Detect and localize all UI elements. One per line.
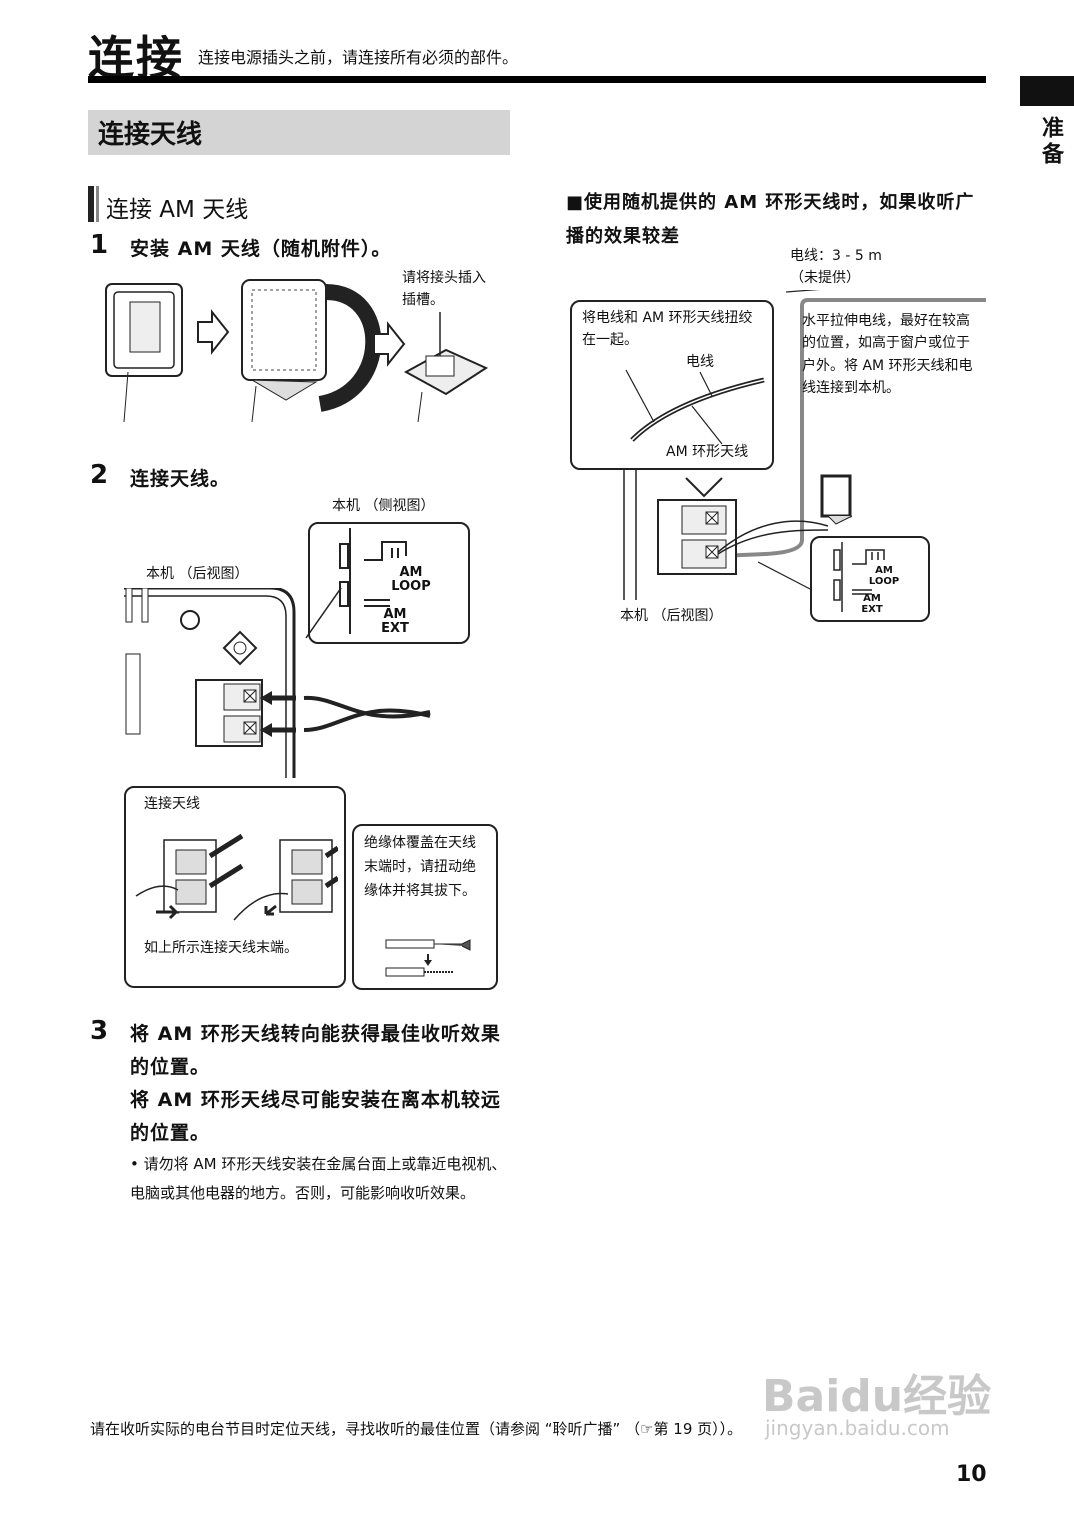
title-rule <box>88 76 986 83</box>
right-terminal-ext-label: AM EXT <box>861 593 883 615</box>
subheading-marker <box>88 186 94 222</box>
step2-number: 2 <box>90 460 109 490</box>
side-tab-marker <box>1020 76 1074 106</box>
step3-text1: 将 AM 环形天线转向能获得最佳收听效果的位置。 <box>130 1023 501 1079</box>
step3-number: 3 <box>90 1016 109 1046</box>
insulation-note-box <box>352 824 498 990</box>
step3-bullet: • 请勿将 AM 环形天线安装在金属台面上或靠近电视机、电脑或其他电器的地方。否… <box>130 1155 507 1202</box>
step2-text: 连接天线。 <box>130 468 231 490</box>
wire-not-supplied-label: （未提供） <box>790 270 860 286</box>
side-view-label: 本机 （侧视图） <box>332 498 435 514</box>
twisted-wire-drawing <box>625 369 765 445</box>
watermark-url: jingyan.baidu.com <box>765 1416 950 1440</box>
wire-strip-drawing <box>385 939 471 977</box>
footer-note: 请在收听实际的电台节目时定位天线，寻找收听的最佳位置（请参阅 “聆听广播” （☞… <box>90 1420 743 1438</box>
terminal-am-ext-label: AM EXT <box>381 607 409 636</box>
subheading-am-antenna: 连接 AM 天线 <box>106 197 249 223</box>
wire-label: 电线 <box>686 354 714 370</box>
right-terminal-drawing <box>833 542 885 612</box>
page-number: 10 <box>956 1462 987 1487</box>
connect-box-caption: 如上所示连接天线末端。 <box>144 940 298 956</box>
step1-number: 1 <box>90 230 109 260</box>
insulation-note: 绝缘体覆盖在天线末端时，请扭动绝缘体并将其拔下。 <box>364 835 476 899</box>
right-rear-unit-drawing <box>623 290 986 600</box>
terminal-am-loop-label: AM LOOP <box>391 565 431 594</box>
step3-text2: 将 AM 环形天线尽可能安装在离本机较远的位置。 <box>130 1089 501 1145</box>
subheading-marker-light <box>96 186 99 222</box>
right-terminal-loop-label: AM LOOP <box>868 565 900 587</box>
terminal-callout-box <box>308 522 470 644</box>
twist-note: 将电线和 AM 环形天线扭绞在一起。 <box>582 310 753 348</box>
section-bar <box>88 110 510 155</box>
connect-box-title: 连接天线 <box>144 796 200 812</box>
watermark-logo: Baidu经验 <box>762 1371 992 1422</box>
connect-steps-drawing <box>135 833 338 921</box>
rear-unit-drawing <box>124 588 431 778</box>
rear-view-label: 本机 （后视图） <box>146 566 249 582</box>
step1-callout: 请将接头插入插槽。 <box>402 270 486 308</box>
wire-length-label: 电线：3 - 5 m <box>790 248 882 264</box>
am-loop-label: AM 环形天线 <box>666 444 749 460</box>
section-title: 连接天线 <box>98 120 203 150</box>
extend-wire-note: 水平拉伸电线，最好在较高的位置，如高于窗户或位于户外。将 AM 环形天线和电线连… <box>802 313 973 397</box>
step1-text: 安装 AM 天线（随机附件）。 <box>130 238 392 260</box>
page-subtitle: 连接电源插头之前，请连接所有必须的部件。 <box>198 48 519 67</box>
step1-illustration <box>105 279 489 423</box>
right-rear-view-label: 本机 （后视图） <box>620 608 723 624</box>
side-tab-label: 准备 <box>1038 116 1063 168</box>
terminal-side-view-drawing <box>339 528 407 634</box>
right-heading: ■使用随机提供的 AM 环形天线时，如果收听广播的效果较差 <box>566 192 975 248</box>
